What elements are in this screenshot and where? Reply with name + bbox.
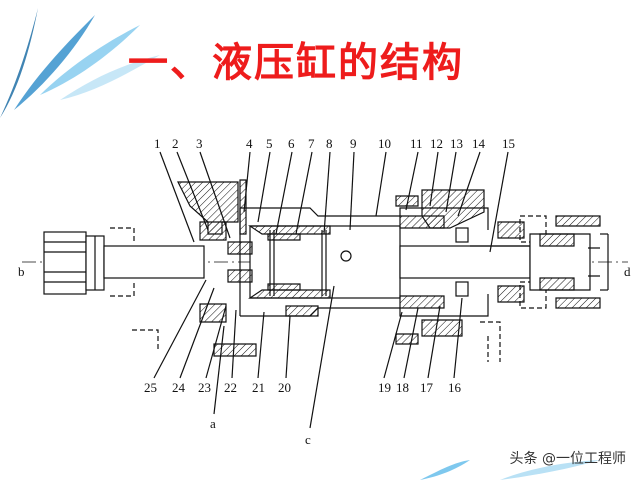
part-label: 5 (266, 136, 273, 151)
part-label: 9 (350, 136, 357, 151)
part-label: 11 (410, 136, 423, 151)
top-labels: 1 2 3 4 5 6 7 8 9 10 11 12 13 14 15 (154, 136, 515, 151)
end-label-left: b (18, 264, 25, 279)
part-label: 8 (326, 136, 333, 151)
end-label-right: d (624, 264, 631, 279)
part-label: 17 (420, 380, 434, 395)
part-label: 7 (308, 136, 315, 151)
part-label: 22 (224, 380, 237, 395)
part-label: 13 (450, 136, 463, 151)
bottom-labels: 25 24 23 22 21 20 19 18 17 16 (144, 380, 462, 395)
part-label: 15 (502, 136, 515, 151)
part-label: 2 (172, 136, 179, 151)
part-label: 23 (198, 380, 211, 395)
part-label: 10 (378, 136, 391, 151)
part-label: 20 (278, 380, 291, 395)
drawing-lines (22, 151, 628, 429)
part-label: 25 (144, 380, 157, 395)
part-label: 19 (378, 380, 391, 395)
part-label: 16 (448, 380, 462, 395)
part-label: 24 (172, 380, 186, 395)
part-label: 18 (396, 380, 409, 395)
part-label: 4 (246, 136, 253, 151)
part-label: 3 (196, 136, 203, 151)
port-label-a: a (210, 416, 216, 431)
page-title: 一、液压缸的结构 (128, 40, 464, 86)
part-label: 6 (288, 136, 295, 151)
part-label: 1 (154, 136, 161, 151)
hydraulic-cylinder-drawing: 1 2 3 4 5 6 7 8 9 10 11 12 13 14 15 25 2… (18, 136, 631, 447)
part-label: 12 (430, 136, 443, 151)
watermark: 头条 @一位工程师 (509, 451, 626, 467)
port-label-c: c (305, 432, 311, 447)
part-label: 14 (472, 136, 486, 151)
part-label: 21 (252, 380, 265, 395)
